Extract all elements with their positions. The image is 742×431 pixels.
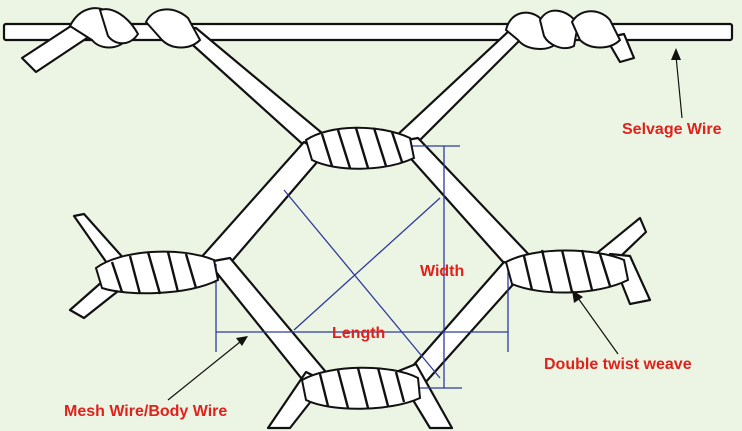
label-mesh-wire-body-wire: Mesh Wire/Body Wire (64, 403, 227, 420)
arrow-mesh-wire (167, 336, 248, 401)
selvage-wrap-right (504, 9, 622, 50)
selvage-wrap-left (68, 7, 202, 49)
arrow-selvage (671, 48, 683, 119)
dimension-guides (215, 145, 509, 389)
label-selvage-wire: Selvage Wire (622, 121, 722, 138)
label-width: Width (420, 263, 464, 280)
double-twist-top (304, 126, 416, 170)
mesh-wire-hex-upper-right (394, 136, 536, 274)
label-double-twist-weave: Double twist weave (544, 356, 692, 373)
label-length: Length (332, 325, 385, 342)
double-twist-left (94, 250, 220, 295)
mesh-wire-upper-right (392, 28, 532, 148)
double-twist-bottom (300, 366, 422, 410)
arrow-double-twist (572, 290, 619, 355)
double-twist-right (504, 249, 630, 294)
